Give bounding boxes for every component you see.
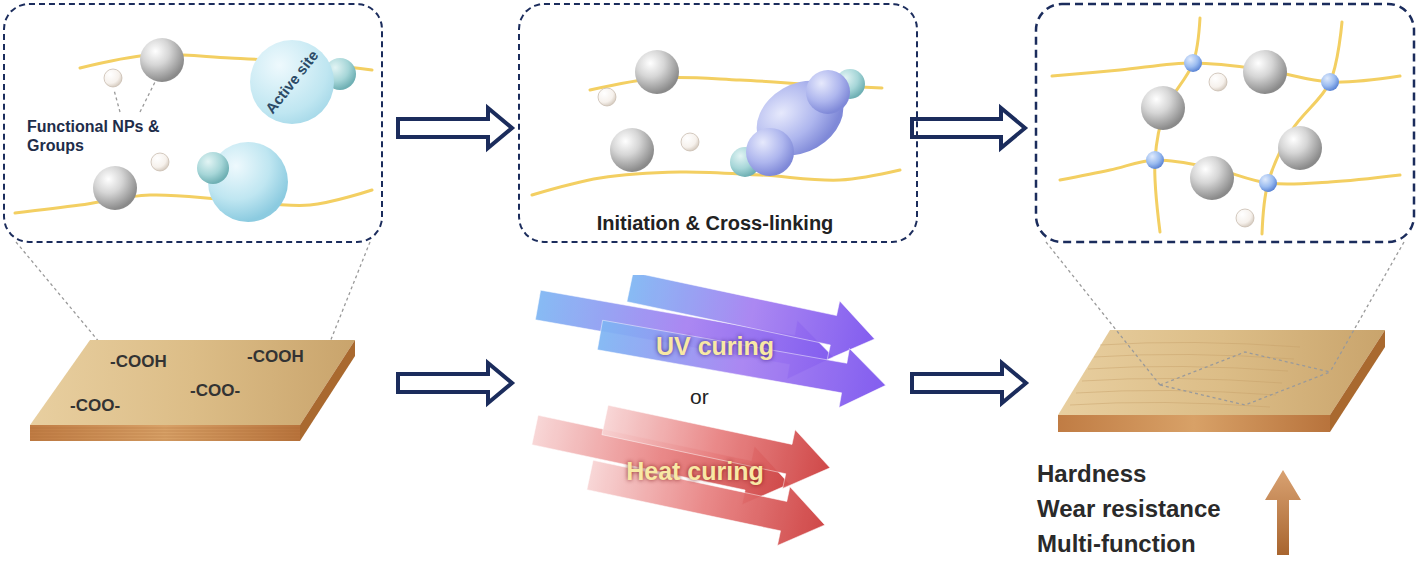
connector-word: or [690, 384, 709, 409]
process-arrows [398, 108, 1026, 403]
panel-illustration [15, 38, 372, 222]
crosslink-point [1259, 174, 1277, 192]
wood-grain [1082, 378, 1282, 383]
property-label: Hardness [1037, 460, 1146, 489]
nanoparticle [1190, 156, 1234, 200]
wood-grain [30, 434, 300, 435]
leader-line [330, 242, 370, 342]
wood-grain [1070, 402, 1270, 407]
increase-arrow [1265, 470, 1301, 555]
leader-line [16, 242, 100, 343]
node-text: -COOH [247, 347, 304, 367]
teal-sphere [197, 152, 229, 184]
dashed-panel [1036, 4, 1414, 242]
node-text: -COO- [70, 396, 120, 416]
board-front [30, 425, 300, 441]
nanoparticle [93, 166, 137, 210]
board-side [300, 340, 355, 441]
active-site-sphere: Active site [250, 40, 334, 124]
wood-grain [1100, 342, 1300, 347]
wood-board: -COOH -COOH -COO- -COO- [25, 335, 390, 445]
leader-line [1046, 242, 1160, 385]
leader-line [1330, 242, 1404, 372]
board-side [1330, 330, 1385, 432]
dashed-panel: Initiation & Cross-linking [518, 3, 918, 243]
small-particle [598, 88, 616, 106]
small-particle [1209, 73, 1227, 91]
node-text: -COO- [190, 381, 240, 401]
node-text: Initiation & Cross-linking [520, 211, 910, 235]
wood-grain [30, 437, 300, 438]
process-arrow [398, 108, 512, 148]
wood-grain [30, 428, 300, 429]
crosslink-point [1321, 73, 1339, 91]
wood-grain [1076, 390, 1276, 395]
leader-line [114, 90, 120, 112]
zoom-outline [1160, 352, 1330, 405]
nanoparticle [1243, 50, 1287, 94]
cured-wood-board [1058, 330, 1385, 432]
leader-line [140, 80, 156, 112]
node-text: UV curing [590, 331, 840, 361]
board-top [1058, 330, 1385, 415]
hollow-arrow [912, 363, 1026, 403]
hollow-arrow [398, 363, 512, 403]
dashed-panel: Functional NPs & Groups Active site [3, 3, 383, 243]
activated-blob [806, 70, 850, 114]
node-text: Functional NPs & Groups [27, 117, 177, 155]
crosslink-point [1184, 54, 1202, 72]
wood-grain [1088, 366, 1288, 371]
nanoparticle [610, 128, 654, 172]
nanoparticle [1278, 126, 1322, 170]
panel-illustration [532, 50, 900, 195]
uv-curing-arrows: UV curing [530, 275, 900, 410]
network-illustration [1036, 4, 1414, 242]
node-text: Active site [261, 46, 321, 116]
board-top [30, 340, 355, 425]
small-particle [1236, 209, 1254, 227]
wood-grain [30, 440, 300, 441]
node-text: -COOH [110, 352, 167, 372]
heat-curing-arrows: Heat curing [530, 400, 860, 550]
polymer-chain [532, 170, 900, 195]
wood-grain [30, 431, 300, 432]
crosslink-point [1146, 151, 1164, 169]
nanoparticle [1141, 86, 1185, 130]
node-text: Heat curing [580, 456, 810, 486]
hollow-arrow [912, 108, 1025, 148]
small-particle [681, 133, 699, 151]
nanoparticle [635, 50, 679, 94]
property-label: Multi-function [1037, 530, 1196, 559]
activated-blob [746, 128, 794, 176]
small-particle [151, 153, 169, 171]
board-front [1058, 415, 1330, 432]
small-particle [104, 69, 122, 87]
polymer-chain [15, 190, 372, 213]
nanoparticle [140, 38, 184, 82]
property-label: Wear resistance [1037, 495, 1221, 524]
